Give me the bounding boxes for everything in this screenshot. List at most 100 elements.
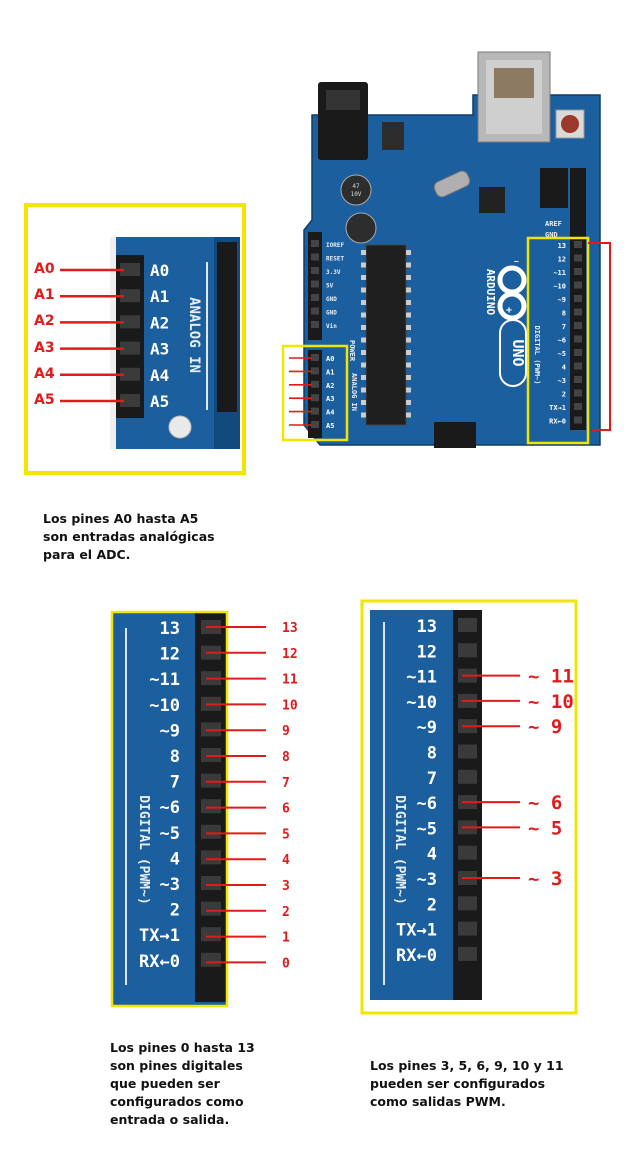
digital-callout-label: 8 (282, 750, 290, 765)
analog-zoom-pin-label: A5 (150, 392, 169, 411)
pwm-callout-label: ~ 3 (528, 868, 562, 890)
pwm-zoom-pin-label: ~6 (417, 794, 437, 814)
board-analog-highlight (281, 344, 349, 442)
digital-zoom-pin-label: 7 (170, 773, 180, 793)
digital-zoom-pin-label: ~6 (160, 798, 180, 818)
digital-zoom-pin-socket (201, 901, 221, 916)
board-analog-pin-label: A3 (326, 395, 334, 403)
model-label: UNO (509, 339, 527, 366)
pwm-zoom-pin-socket (458, 946, 477, 961)
board-digital-pin-label: ~5 (558, 350, 566, 358)
pwm-caption: Los pines 3, 5, 6, 9, 10 y 11 pueden ser… (370, 1058, 564, 1109)
icsp-header-top (540, 168, 568, 208)
board-digital-pin-label: 7 (562, 323, 566, 331)
pwm-callout-label: ~ 11 (528, 666, 574, 688)
analog-callout-label: A2 (34, 313, 55, 330)
pwm-zoom-pin-socket (458, 643, 477, 658)
digital-zoom-pin-label: 12 (160, 645, 180, 665)
power-pin-label: GND (326, 310, 337, 317)
digital-zoom-pin-socket (201, 952, 221, 967)
icsp-header-bottom (434, 422, 476, 448)
analog-callout-label: A0 (34, 261, 55, 277)
board-digital-pin-label: 2 (562, 391, 566, 399)
board-digital-pin-label: RX←0 (549, 418, 566, 426)
power-pin-label: 3.3V (326, 269, 341, 276)
digital-zoom-pin-label: ~9 (160, 721, 180, 741)
board-analog-pin-label: A2 (326, 382, 334, 390)
svg-text:+: + (506, 305, 512, 316)
pwm-callout-label: ~ 10 (528, 691, 574, 713)
usb-chip (479, 187, 505, 213)
analog-zoom-pin-socket (120, 315, 140, 329)
analog-callout-label: A3 (34, 339, 55, 356)
pwm-zoom-header-label: DIGITAL (PWM~) (392, 795, 407, 905)
power-pin-label: RESET (326, 256, 344, 263)
analog-callout-label: A5 (34, 392, 55, 408)
board-digital-highlight (526, 236, 590, 445)
digital-callout-label: 0 (282, 956, 290, 971)
board-digital-pin-label: 8 (562, 310, 566, 318)
digital-caption: Los pines 0 hasta 13 son pines digitales… (110, 1040, 255, 1127)
pwm-zoom-pin-label: TX→1 (396, 921, 437, 941)
power-pin-label: IOREF (326, 242, 344, 249)
pwm-zoom-pin-label: 13 (417, 617, 437, 637)
digital-zoom-pin-label: ~10 (149, 696, 180, 716)
gnd-label: GND (545, 231, 558, 239)
digital-callout-label: 7 (282, 776, 290, 791)
analog-callout-label: A4 (34, 365, 55, 382)
brand-label: ARDUINO (484, 269, 497, 316)
crystal (433, 170, 471, 198)
digital-zoom-pin-socket (201, 799, 221, 814)
digital-bracket (588, 242, 611, 431)
voltage-regulator (382, 122, 404, 150)
digital-callout-label: 6 (282, 802, 290, 817)
analog-zoom-pin-socket (120, 341, 140, 355)
digital-callout-label: 3 (282, 879, 290, 894)
digital-zoom-pin-label: ~3 (160, 875, 180, 895)
digital-callout-label: 5 (282, 827, 290, 842)
digital-callout-label: 13 (282, 621, 298, 636)
capacitor-1 (340, 174, 372, 206)
board-analog-pin-label: A1 (326, 368, 334, 376)
pwm-callout-label: ~ 6 (528, 792, 562, 814)
pwm-zoom-pin-label: ~10 (406, 693, 437, 713)
power-pin-label: Vin (326, 323, 337, 330)
board-analog-pin-label: A5 (326, 422, 334, 430)
svg-text:−: − (514, 257, 519, 266)
power-pin-label: 5V (326, 283, 334, 290)
board-digital-pin-label: 4 (562, 364, 566, 372)
digital-zoom-pin-label: 4 (170, 849, 180, 869)
board-analog-label: ANALOG IN (350, 373, 358, 411)
svg-text:47: 47 (352, 183, 360, 190)
analog-zoom-header-label: ANALOG IN (186, 297, 202, 373)
digital-zoom-frame (110, 610, 229, 1008)
board-digital-label: DIGITAL (PWM~) (533, 325, 541, 384)
pwm-zoom-pin-socket (458, 744, 477, 759)
pwm-zoom-pin-socket (458, 845, 477, 860)
board-analog-pin-label: A0 (326, 355, 334, 363)
analog-zoom-pin-label: A2 (150, 313, 169, 332)
board-digital-pin-label: ~9 (558, 296, 566, 304)
pwm-zoom-pin-socket (458, 618, 477, 632)
digital-zoom-pin-socket (201, 850, 221, 865)
digital-zoom-pin-label: RX←0 (139, 952, 180, 972)
digital-zoom-pin-label: 13 (160, 619, 180, 639)
analog-zoom-header (116, 255, 144, 418)
digital-callout-label: 12 (282, 647, 298, 662)
pwm-zoom-pin-socket (458, 896, 477, 911)
digital-zoom-pin-socket (201, 927, 221, 942)
digital-zoom-pin-label: ~11 (149, 670, 180, 690)
board-digital-pin-label: ~11 (553, 269, 566, 277)
digital-callout-label: 10 (282, 698, 298, 713)
pwm-zoom-pin-label: RX←0 (396, 946, 437, 966)
capacitor-2 (345, 212, 377, 244)
board-digital-pin-label: 12 (558, 256, 566, 264)
analog-zoom-pin-label: A3 (150, 340, 169, 359)
digital-zoom-pin-socket (201, 773, 221, 788)
analog-caption: Los pines A0 hasta A5 son entradas analó… (43, 511, 215, 562)
power-pin-label: GND (326, 296, 337, 303)
digital-callout-label: 9 (282, 724, 290, 739)
